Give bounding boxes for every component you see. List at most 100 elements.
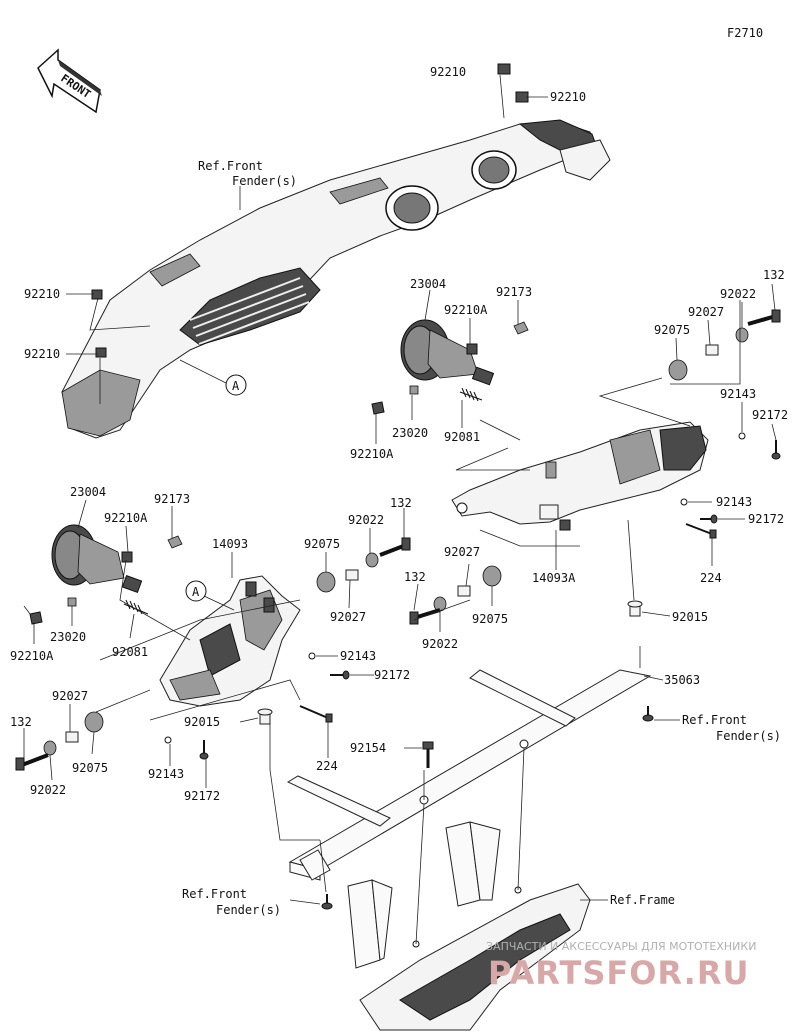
washer-92143-right-top	[738, 432, 746, 440]
bolt-224-left	[299, 705, 333, 723]
ref-front-fender-right-2: Fender(s)	[716, 729, 781, 743]
bolt-92154	[422, 741, 434, 768]
clip-92173-right	[513, 321, 529, 335]
label-23004-right: 23004	[410, 277, 446, 291]
label-92143-right-mid: 92143	[716, 495, 752, 509]
label-92172-right-top: 92172	[752, 408, 788, 422]
label-132-mid: 132	[404, 570, 426, 584]
vehicle-frame	[347, 821, 591, 1031]
label-92172-right-mid: 92172	[748, 512, 784, 526]
label-23004-left: 23004	[70, 485, 106, 499]
label-92173-left: 92173	[154, 492, 190, 506]
spring-92081-right	[459, 387, 483, 402]
label-92154: 92154	[350, 741, 386, 755]
leader-lines	[23, 74, 777, 945]
screw-front-fender-bottom	[321, 894, 333, 910]
grommet-23020-left	[67, 597, 77, 607]
clip-92210A-left	[29, 611, 43, 625]
label-92143-right-top: 92143	[720, 387, 756, 401]
collar-92027-left-top	[345, 569, 359, 581]
bolt-132-mid	[409, 608, 441, 625]
headlight-bracket-14093	[159, 575, 301, 707]
label-92143-left: 92143	[340, 649, 376, 663]
collar-92027-left-bottom	[65, 731, 79, 743]
clip-92210-left-2	[95, 347, 107, 358]
label-92210A-left-bottom: 92210A	[10, 649, 54, 663]
label-92015-left: 92015	[184, 715, 220, 729]
label-92075-mid: 92075	[472, 612, 508, 626]
label-92027-left-top: 92027	[330, 610, 366, 624]
watermark: ЗАПЧАСТИ И АКСЕССУАРЫ ДЛЯ МОТОТЕХНИКИ PA…	[486, 940, 756, 992]
label-92075-right-top: 92075	[654, 323, 690, 337]
washer-92022-left-top	[365, 552, 379, 568]
label-92075-left-bottom: 92075	[72, 761, 108, 775]
headlight-right	[400, 319, 495, 386]
label-92075-left-top: 92075	[304, 537, 340, 551]
label-92027-right-top: 92027	[688, 305, 724, 319]
callout-a-top: A	[225, 374, 247, 396]
bolt-132-left-bottom	[15, 753, 49, 771]
ref-front-fender-right-1: Ref.Front	[682, 713, 747, 727]
collar-92015-right	[627, 600, 643, 617]
label-92173-right: 92173	[496, 285, 532, 299]
connector-92210A-left	[121, 551, 133, 563]
label-132-left-top: 132	[390, 496, 412, 510]
clip-92210-left-1	[91, 289, 103, 300]
label-23020-right: 23020	[392, 426, 428, 440]
reference-labels: Ref.Front Fender(s) Ref.Front Fender(s) …	[182, 159, 781, 917]
label-92210A-right-top: 92210A	[444, 303, 488, 317]
clip-92210-top-1	[497, 63, 511, 75]
collar-92027-mid	[457, 585, 471, 597]
watermark-tagline: ЗАПЧАСТИ И АКСЕССУАРЫ ДЛЯ МОТОТЕХНИКИ	[486, 940, 756, 953]
label-92210-top-2: 92210	[550, 90, 586, 104]
clip-92173-left	[167, 535, 183, 549]
collar-92015-left	[257, 708, 273, 725]
label-92022-right-top: 92022	[720, 287, 756, 301]
label-92210-top-1: 92210	[430, 65, 466, 79]
bolt-132-right-top	[747, 309, 781, 326]
ref-front-fender-bottom-2: Fender(s)	[216, 903, 281, 917]
label-92015-right: 92015	[672, 610, 708, 624]
callout-a-top-label: A	[232, 379, 240, 393]
damper-92075-left-top	[316, 571, 336, 593]
callout-a-left-label: A	[192, 585, 200, 599]
clip-92210A-right	[371, 401, 385, 415]
screw-92172-left	[330, 670, 350, 680]
label-92210A-right-bottom: 92210A	[350, 447, 394, 461]
figure-id: F2710	[727, 26, 763, 40]
label-132-right-top: 132	[763, 268, 785, 282]
label-92027-left-bottom: 92027	[52, 689, 88, 703]
label-132-left-bottom: 132	[10, 715, 32, 729]
damper-92075-left-bottom	[84, 711, 104, 733]
label-92081-right: 92081	[444, 430, 480, 444]
damper-92075-right-top	[668, 359, 688, 381]
washer-92022-left-bottom	[43, 740, 57, 756]
label-224-right: 224	[700, 571, 722, 585]
front-arrow-icon: FRONT	[37, 48, 102, 114]
label-92022-left-top: 92022	[348, 513, 384, 527]
ref-front-fender-top-1: Ref.Front	[198, 159, 263, 173]
collar-92027-right-top	[705, 344, 719, 356]
grommet-23020-right	[409, 385, 419, 395]
label-35063: 35063	[664, 673, 700, 687]
bolt-224-right	[685, 523, 717, 539]
label-23020-left: 23020	[50, 630, 86, 644]
damper-92075-mid	[482, 565, 502, 587]
screw-92172-left-bottom	[199, 740, 209, 760]
label-224-left: 224	[316, 759, 338, 773]
label-92172-left: 92172	[374, 668, 410, 682]
screw-front-fender-right	[642, 706, 654, 722]
callout-a-left: A	[185, 580, 207, 602]
watermark-brand: PARTSFOR.RU	[488, 954, 749, 992]
label-92022-mid: 92022	[422, 637, 458, 651]
front-fender-housing	[61, 119, 611, 439]
ref-front-fender-bottom-1: Ref.Front	[182, 887, 247, 901]
ref-front-fender-top-2: Fender(s)	[232, 174, 297, 188]
label-92210-left-1: 92210	[24, 287, 60, 301]
label-92210-left-2: 92210	[24, 347, 60, 361]
headlight-bracket-14093A	[451, 421, 709, 531]
washer-92143-left	[308, 652, 316, 660]
spring-92081-left	[123, 599, 149, 615]
ref-frame: Ref.Frame	[610, 893, 675, 907]
